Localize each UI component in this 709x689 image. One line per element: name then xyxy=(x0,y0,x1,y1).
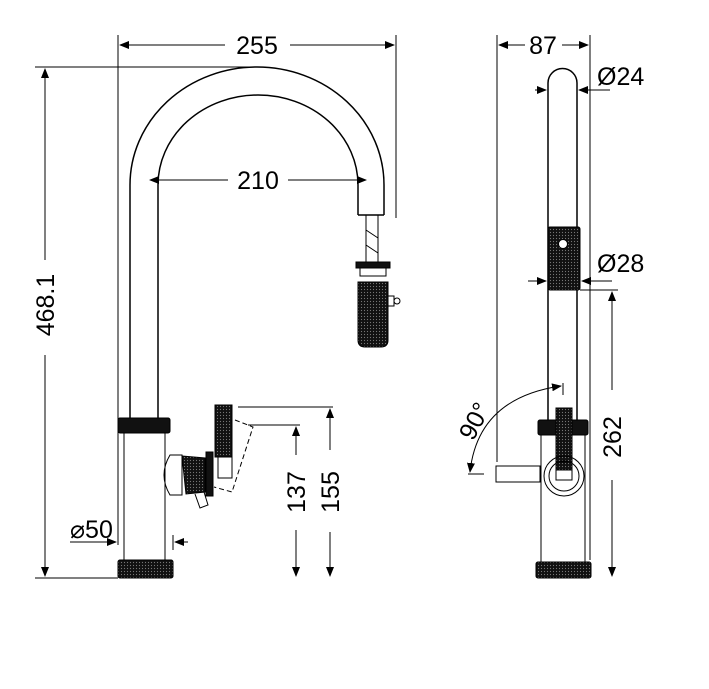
dimension-overall-height: 468.1 xyxy=(32,68,60,577)
faucet-body-side xyxy=(495,407,592,579)
dimension-handle-155: 155 xyxy=(317,408,345,577)
dimension-label: 155 xyxy=(317,471,345,513)
dimension-label: 262 xyxy=(599,416,627,458)
dimension-label: 210 xyxy=(237,167,279,195)
front-view: 255 468.1 210 xyxy=(32,32,401,579)
dimension-label: 468.1 xyxy=(32,274,60,337)
dimension-label: 255 xyxy=(236,32,278,60)
side-view: 87 Ø24 Ø28 262 xyxy=(454,32,644,579)
dimension-label: 90° xyxy=(454,398,496,445)
dimension-label: 87 xyxy=(529,32,557,60)
dimension-grip-diameter: Ø28 xyxy=(528,250,644,285)
dimension-spout-diameter: Ø24 xyxy=(535,63,644,94)
faucet-body-front xyxy=(117,404,254,579)
dimension-label: 137 xyxy=(283,471,311,513)
gooseneck-spout xyxy=(129,66,385,420)
dimension-label: Ø28 xyxy=(597,250,644,278)
dimension-depth: 87 xyxy=(498,32,589,60)
dimension-label: Ø24 xyxy=(597,63,644,91)
dimension-label: ⌀50 xyxy=(70,516,113,544)
dimension-spout-reach: 210 xyxy=(149,167,367,195)
knurled-grip xyxy=(547,226,581,291)
spray-head xyxy=(355,215,401,348)
dimension-base-diameter: ⌀50 xyxy=(70,516,188,550)
dimension-handle-137: 137 xyxy=(283,426,311,577)
dimension-overall-width: 255 xyxy=(119,32,395,60)
dimension-grip-height: 262 xyxy=(599,291,627,577)
